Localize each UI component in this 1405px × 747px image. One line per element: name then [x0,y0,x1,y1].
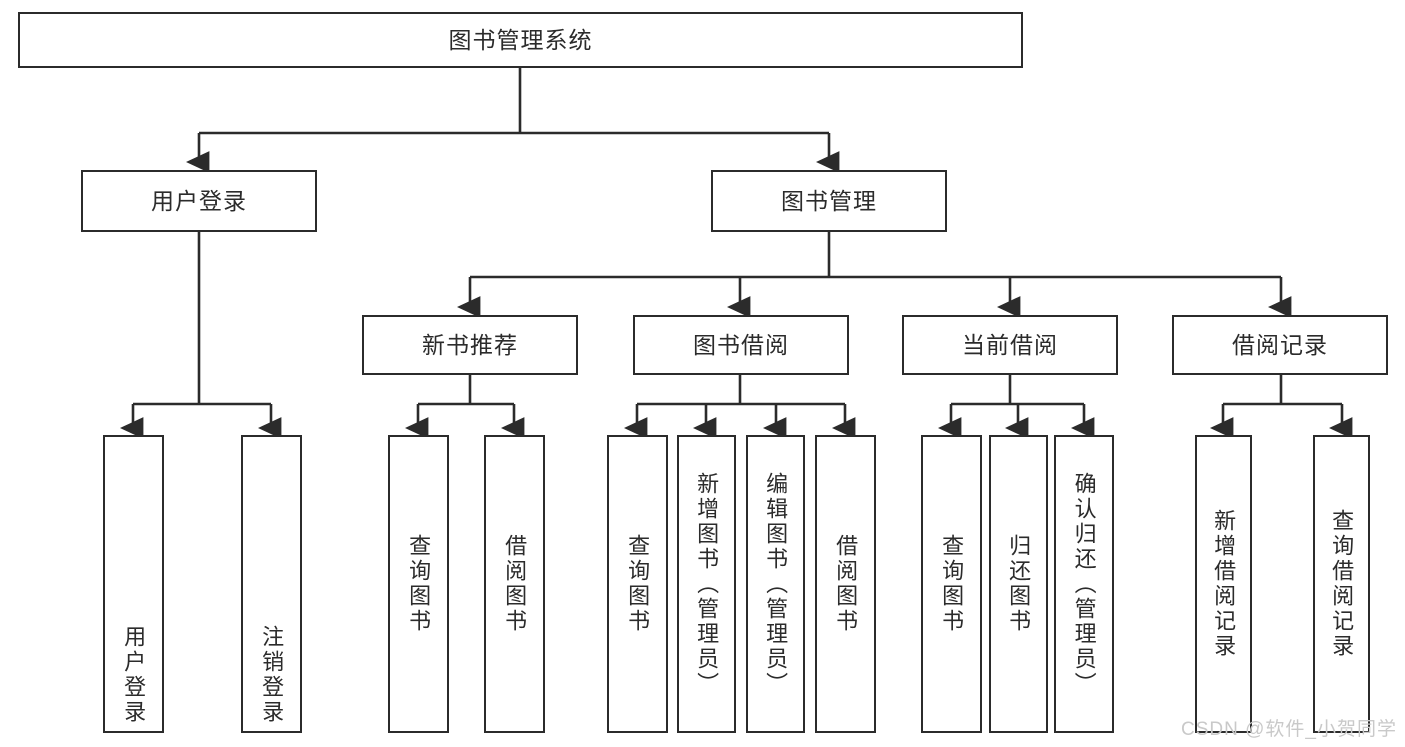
node-leaf-borrow-book-2[interactable]: 借阅图书 [815,435,876,733]
node-user-login[interactable]: 用户登录 [81,170,317,232]
node-label: 查询图书 [625,534,651,634]
node-new-book-recommend[interactable]: 新书推荐 [362,315,578,375]
node-leaf-borrow-book-1[interactable]: 借阅图书 [484,435,545,733]
node-label: 新增借阅记录 [1211,509,1237,659]
node-label: 确认归还（管理员） [1071,471,1097,697]
node-label: 用户登录 [151,187,247,214]
node-leaf-edit-book[interactable]: 编辑图书（管理员） [746,435,805,733]
node-leaf-confirm-return[interactable]: 确认归还（管理员） [1054,435,1114,733]
node-label: 查询图书 [939,534,965,634]
node-label: 用户登录 [121,625,147,725]
node-leaf-add-record[interactable]: 新增借阅记录 [1195,435,1252,733]
node-label: 注销登录 [259,625,285,725]
node-label: 归还图书 [1006,534,1032,634]
node-book-borrow[interactable]: 图书借阅 [633,315,849,375]
node-label: 查询借阅记录 [1329,509,1355,659]
node-leaf-add-book[interactable]: 新增图书（管理员） [677,435,736,733]
node-label: 图书管理系统 [448,26,593,53]
csdn-watermark: CSDN @软件_小贺同学 [1181,719,1397,740]
node-label: 借阅图书 [502,534,528,634]
node-current-borrow[interactable]: 当前借阅 [902,315,1118,375]
node-leaf-query-book-2[interactable]: 查询图书 [607,435,668,733]
node-leaf-user-login[interactable]: 用户登录 [103,435,164,733]
node-label: 图书借阅 [693,331,789,358]
node-label: 新增图书（管理员） [694,471,720,697]
node-label: 当前借阅 [962,331,1058,358]
node-leaf-return-book[interactable]: 归还图书 [989,435,1048,733]
node-label: 新书推荐 [422,331,518,358]
node-borrow-record[interactable]: 借阅记录 [1172,315,1388,375]
node-leaf-query-book-3[interactable]: 查询图书 [921,435,982,733]
node-leaf-logout-login[interactable]: 注销登录 [241,435,302,733]
node-leaf-query-book-1[interactable]: 查询图书 [388,435,449,733]
node-label: 编辑图书（管理员） [763,471,789,697]
node-label: 查询图书 [406,534,432,634]
node-label: 图书管理 [781,187,877,214]
node-book-manage[interactable]: 图书管理 [711,170,947,232]
node-label: 借阅记录 [1232,331,1328,358]
node-leaf-query-record[interactable]: 查询借阅记录 [1313,435,1370,733]
node-root-book-management-system[interactable]: 图书管理系统 [18,12,1023,68]
node-label: 借阅图书 [833,534,859,634]
